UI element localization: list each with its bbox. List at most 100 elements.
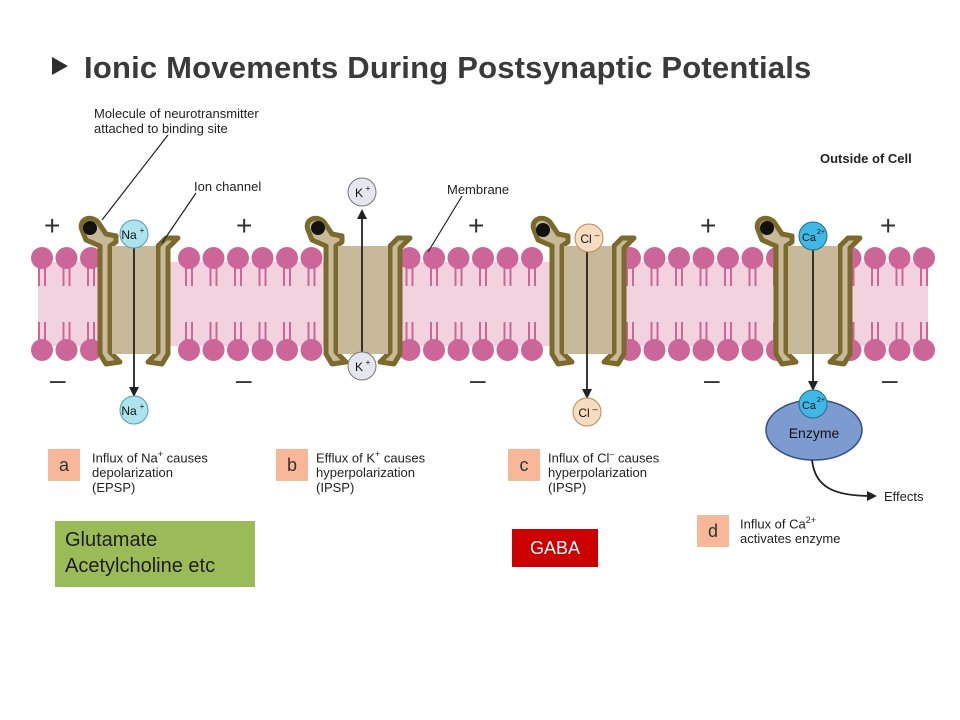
panel-a-charge: +	[157, 449, 164, 459]
lipid-head	[55, 247, 78, 269]
lipid-head	[913, 247, 935, 269]
ion-channel-label: Ion channel	[194, 179, 262, 194]
lipid-head	[668, 339, 690, 361]
neurotransmitter-pointer-line	[101, 134, 169, 221]
plus-sign: +	[880, 210, 897, 241]
panel-c-line1-end: causes	[614, 450, 660, 466]
ca-ion-charge: 2+	[817, 229, 825, 236]
panel-b-line1: Efflux of K	[316, 450, 376, 466]
ca-ion-top: Ca 2+	[798, 221, 828, 251]
panel-b-line3: (IPSP)	[316, 480, 355, 496]
panel-c-badge: c	[508, 449, 540, 481]
k-ion-charge: +	[366, 358, 371, 367]
na-ion-charge: +	[140, 226, 145, 235]
lipid-head	[643, 339, 666, 361]
title-text: Ionic Movements During Postsynaptic Pote…	[84, 50, 812, 85]
lipid-head	[31, 339, 53, 361]
lipid-head	[692, 247, 715, 269]
channel-pore	[564, 246, 612, 354]
lipid-head	[276, 339, 298, 361]
neurotransmitter-dot	[760, 221, 774, 235]
lipid-head	[692, 339, 715, 361]
lipid-head	[202, 339, 225, 361]
panel-b-line1-end: causes	[380, 450, 426, 466]
minus-sign: –	[882, 364, 898, 395]
lipid-head	[276, 247, 298, 269]
panel-d-line2: activates enzyme	[740, 531, 841, 547]
cl-ion-charge: –	[594, 230, 599, 240]
lipid-head	[80, 247, 102, 269]
bullet-triangle-icon	[52, 57, 68, 75]
lipid-head	[888, 247, 911, 269]
neurotransmitter-label: Molecule of neurotransmitter attached to…	[94, 106, 259, 136]
ca-ion-enzyme: Ca 2+	[798, 389, 828, 419]
lipid-head	[227, 247, 249, 269]
channel-left-subunit	[530, 215, 575, 367]
lipid-head	[251, 339, 274, 361]
membrane-pointer-line	[427, 195, 463, 253]
panel-c-charge: –	[609, 449, 615, 459]
na-ion-top: Na +	[119, 219, 149, 249]
panel-d-caption: Influx of Ca2+ activates enzyme	[740, 513, 840, 546]
k-ion-top: K +	[347, 177, 377, 207]
outside-of-cell-label: Outside of Cell	[820, 151, 912, 166]
cl-ion-symbol: Cl	[580, 232, 591, 246]
ca-ion-symbol: Ca	[802, 232, 817, 244]
lipid-head	[913, 339, 935, 361]
cl-ion-bottom: Cl –	[572, 397, 602, 427]
lipid-head	[251, 247, 274, 269]
plus-sign: +	[44, 210, 61, 241]
channel-pore	[338, 246, 388, 354]
lipid-head	[741, 339, 764, 361]
panel-b-charge: +	[375, 449, 381, 459]
cl-ion-symbol: Cl	[578, 406, 589, 420]
lipid-head	[447, 247, 470, 269]
lipid-head	[423, 339, 445, 361]
excitatory-transmitters-box: Glutamate Acetylcholine etc	[55, 521, 255, 587]
page-title: Ionic Movements During Postsynaptic Pote…	[52, 50, 812, 86]
panel-a-line1-end: causes	[163, 450, 208, 466]
panel-a-line3: (EPSP)	[92, 480, 136, 496]
lipid-head	[300, 247, 323, 269]
lipid-head	[178, 247, 200, 269]
lipid-head	[717, 247, 739, 269]
minus-sign: –	[236, 364, 252, 395]
panel-d-badge: d	[697, 515, 729, 547]
panel-d-charge: 2+	[805, 515, 817, 525]
ca-ion-charge: 2+	[817, 397, 825, 404]
channel-right-subunit	[827, 235, 863, 367]
panel-d-line1: Influx of Ca	[740, 516, 806, 532]
lipid-head	[888, 339, 911, 361]
lipid-head	[717, 339, 739, 361]
lipid-head	[521, 339, 543, 361]
channel-right-subunit	[601, 235, 637, 367]
lipid-head	[472, 339, 494, 361]
cl-ion-top: Cl –	[574, 223, 604, 253]
panel-c-line2: hyperpolarization	[548, 465, 648, 481]
k-ion-bottom: K +	[347, 351, 377, 381]
lipid-head	[643, 247, 666, 269]
k-ion-symbol: K	[355, 360, 363, 374]
lipid-molecules	[31, 247, 935, 361]
lipid-head	[398, 247, 421, 269]
effects-arrow	[811, 459, 877, 501]
lipid-head	[864, 339, 886, 361]
channel-left-subunit	[304, 215, 349, 367]
panel-c-caption: Influx of Cl– causes hyperpolarization (…	[548, 447, 659, 495]
panel-a-badge: a	[48, 449, 80, 481]
lipid-head	[398, 339, 421, 361]
minus-sign: –	[470, 364, 486, 395]
glutamate-label: Glutamate	[65, 529, 158, 551]
channel-left-subunit	[78, 215, 123, 367]
lipid-head	[202, 247, 225, 269]
lipid-head	[472, 247, 494, 269]
panel-c-line1: Influx of Cl	[548, 450, 610, 466]
lipid-head	[80, 339, 102, 361]
panel-a-line1: Influx of Na	[92, 450, 158, 466]
neurotransmitter-dot	[311, 221, 325, 235]
channel-right-subunit	[377, 235, 413, 367]
lipid-head	[447, 339, 470, 361]
na-ion-symbol: Na	[121, 228, 137, 242]
na-ion-charge: +	[140, 402, 145, 411]
